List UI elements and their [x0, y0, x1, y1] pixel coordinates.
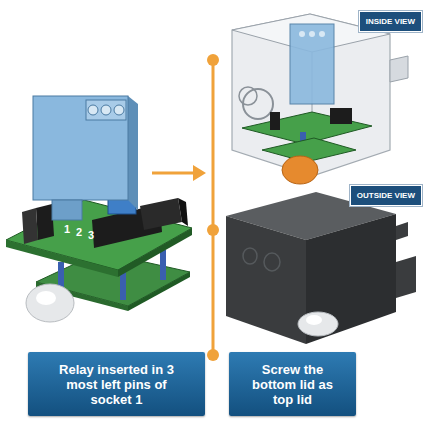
pin-number: 2 — [76, 226, 82, 238]
timeline-line — [212, 60, 215, 355]
node-text: INSIDE VIEW — [366, 17, 415, 26]
node-text: Screw the bottom lid as top lid — [251, 362, 335, 407]
timeline-dot — [207, 54, 219, 66]
node-text: Relay inserted in 3 most left pins of so… — [56, 362, 178, 407]
pin-number: 1 — [64, 223, 70, 235]
caption-panel: Relay inserted in 3 most left pins of so… — [28, 352, 205, 416]
pin-number: 3 — [88, 229, 94, 241]
arrow-shaft — [152, 172, 196, 175]
timeline-dot — [207, 224, 219, 236]
view-badge: OUTSIDE VIEW — [350, 185, 422, 206]
view-badge: INSIDE VIEW — [359, 11, 422, 32]
housing-inside-view — [232, 14, 408, 184]
timeline-dot — [207, 349, 219, 361]
arrow-head — [193, 165, 206, 181]
caption-panel: Screw the bottom lid as top lid — [229, 352, 356, 416]
housing-outside-view — [226, 192, 416, 344]
pcb-assembly — [6, 96, 192, 322]
node-text: OUTSIDE VIEW — [357, 191, 415, 200]
